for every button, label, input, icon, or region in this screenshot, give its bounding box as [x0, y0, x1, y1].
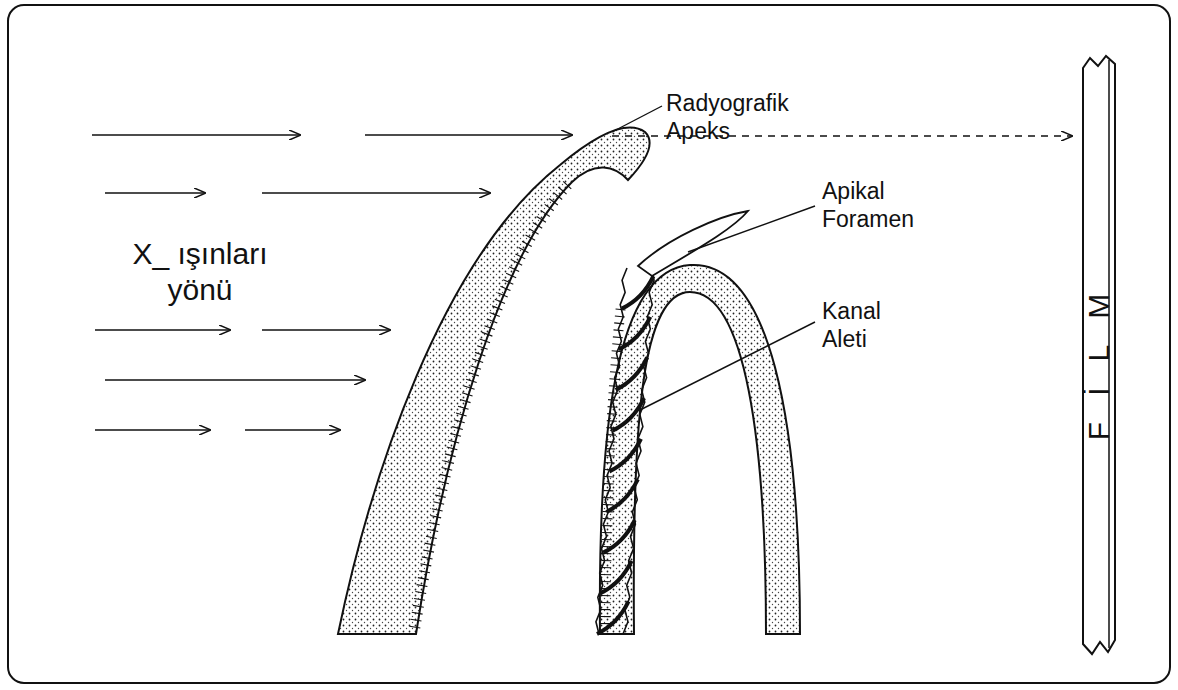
instrument-tip — [638, 211, 748, 276]
direction-label: X_ ışınları yönü — [100, 236, 300, 308]
frame — [8, 5, 1170, 683]
dentin-hatching — [409, 181, 625, 627]
film-label: FİLM — [1082, 268, 1116, 440]
part-label: Radyografik Apeks — [666, 90, 806, 145]
leader-lines — [612, 106, 815, 410]
part-label: Apikal Foramen — [822, 178, 932, 233]
canal-instrument — [596, 268, 654, 634]
film-box: FİLM — [1083, 70, 1115, 638]
part-label: Kanal Aleti — [822, 298, 922, 353]
film-plate — [1083, 56, 1115, 654]
right-root-wall — [600, 265, 800, 634]
